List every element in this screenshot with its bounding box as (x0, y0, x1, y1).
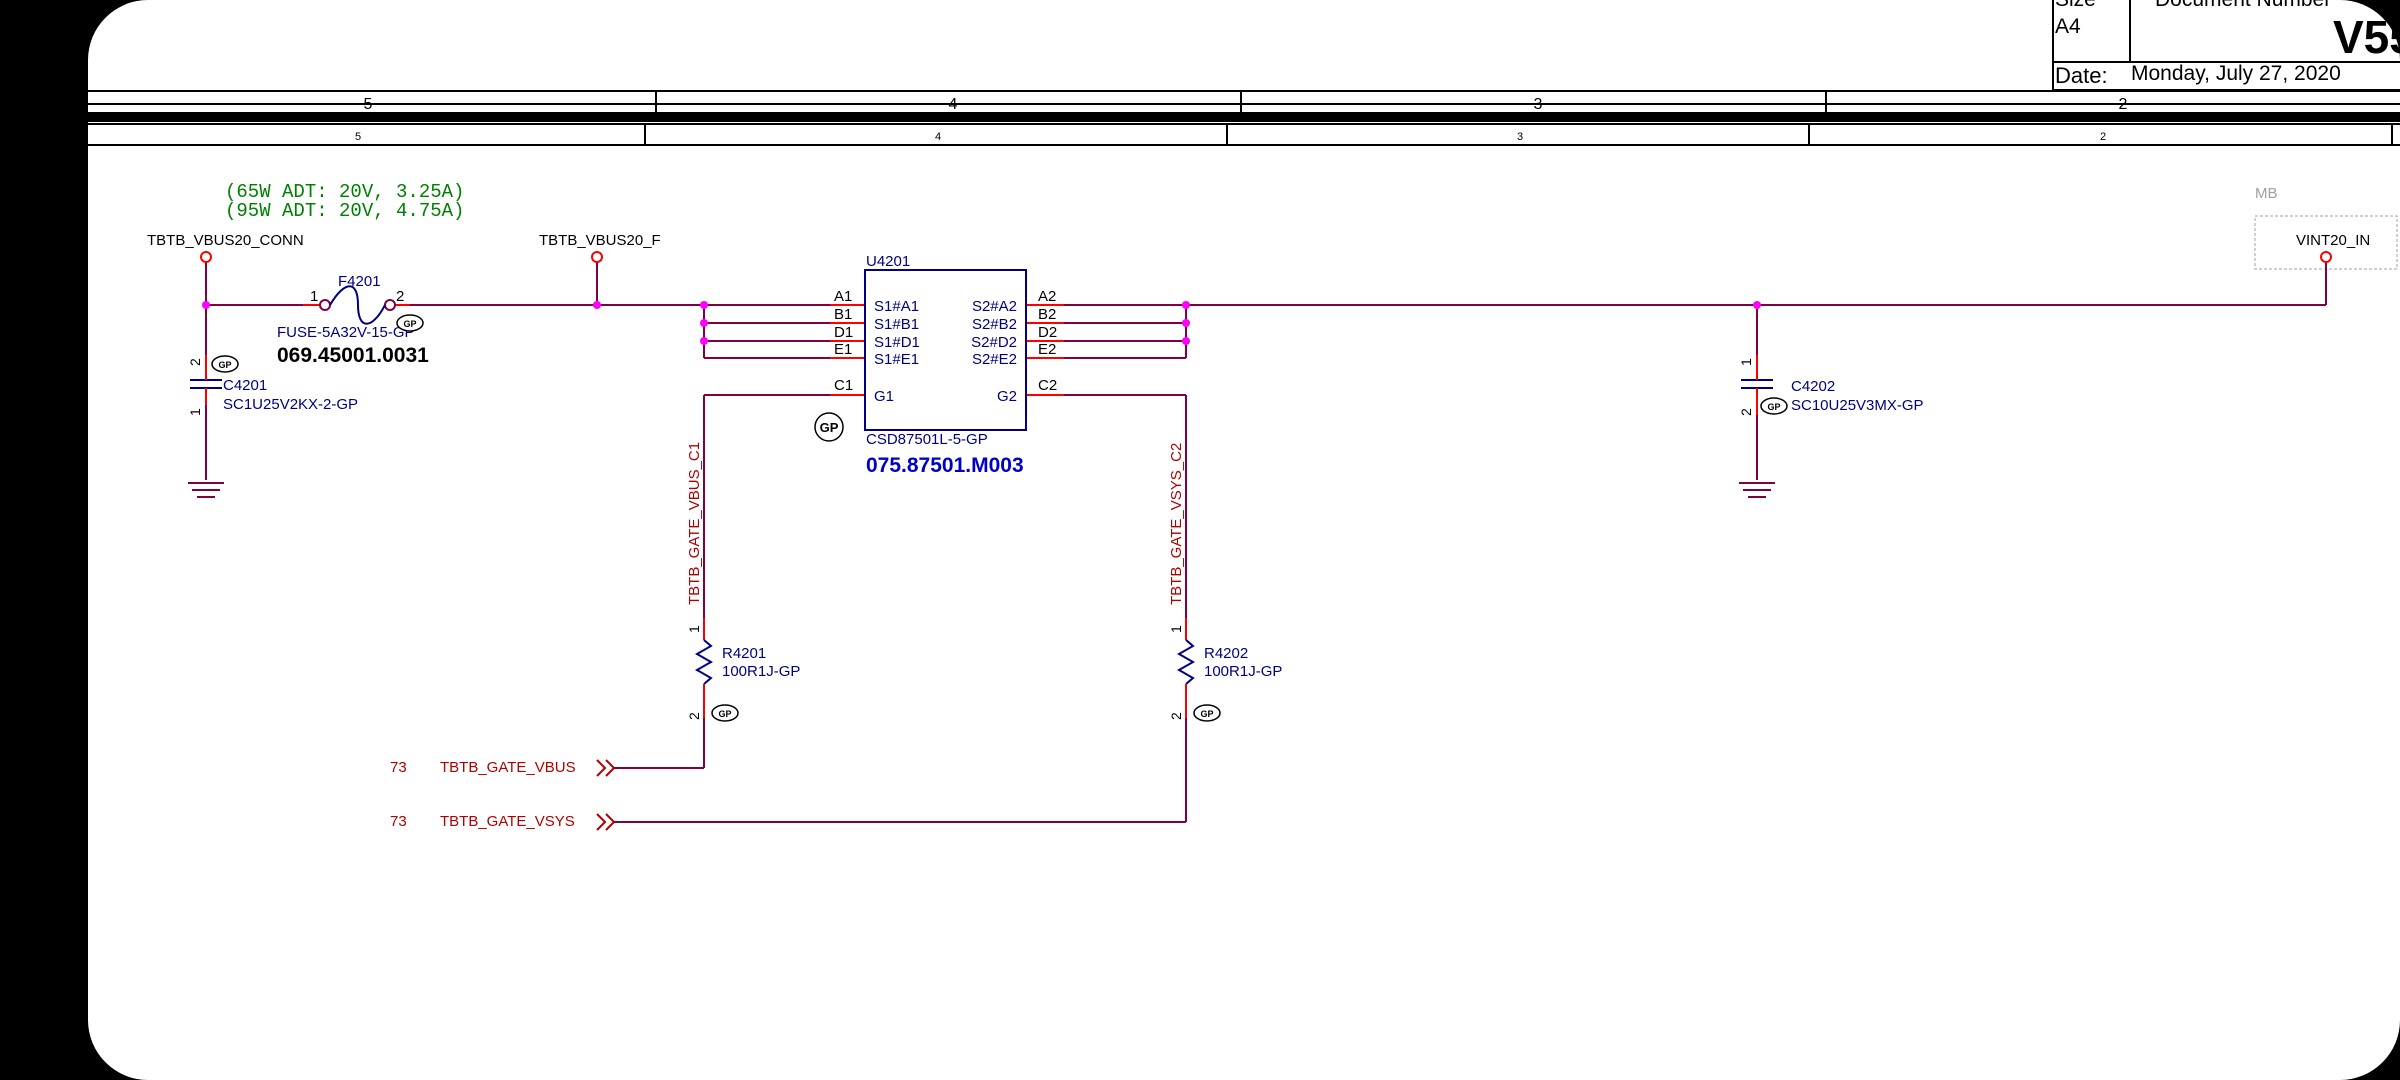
connector-circles (200, 251, 2332, 263)
net-label-vbus20-conn: TBTB_VBUS20_CONN (147, 232, 304, 249)
net-label-gate-vbus-c1: TBTB_GATE_VBUS_C1 (686, 442, 703, 605)
res-pin: 2 (686, 712, 702, 720)
net-label-vint20-in: VINT20_IN (2296, 232, 2370, 249)
res-pin: 1 (1168, 625, 1184, 633)
offpage-arrow-icon (596, 813, 616, 831)
zone-label: 3 (1534, 96, 1543, 113)
fuse-ref: F4201 (338, 273, 381, 290)
res-pin: 2 (1168, 712, 1184, 720)
ic-pin-name: S1#A1 (874, 298, 919, 315)
res-pin: 1 (686, 625, 702, 633)
sheet-ref: 73 (390, 759, 407, 776)
gp-badge-icon: GP (396, 314, 424, 332)
svg-text:GP: GP (820, 420, 839, 435)
ic-pin-name: S2#B2 (972, 316, 1017, 333)
ic-pin-name: G2 (997, 388, 1017, 405)
fuse-part-number: 069.45001.0031 (277, 344, 429, 367)
fuse-value: FUSE-5A32V-15-GP (277, 324, 415, 341)
zone-label: 4 (935, 131, 941, 143)
junction-dots (202, 301, 1761, 345)
gp-badge-icon: GP (1193, 704, 1221, 722)
date-label: Date: (2055, 63, 2108, 88)
ic-pin-number: C2 (1038, 377, 1057, 394)
res-value: 100R1J-GP (1204, 663, 1282, 680)
cap-pin: 2 (1738, 408, 1754, 416)
svg-text:GP: GP (403, 319, 416, 329)
capacitor-c4201 (190, 355, 222, 405)
offpage-arrow-icon (596, 759, 616, 777)
ic-pin-name: S2#E2 (972, 351, 1017, 368)
resistor-r4202 (1176, 618, 1196, 718)
fuse-pin: 2 (396, 288, 404, 305)
zone-label: 3 (1517, 131, 1523, 143)
cap-value: SC10U25V3MX-GP (1791, 397, 1924, 414)
ic-pin-number: A1 (834, 288, 852, 305)
cap-ref: C4202 (1791, 378, 1835, 395)
zone-label: 2 (2100, 131, 2106, 143)
mb-label: MB (2255, 185, 2278, 202)
net-label-gate-vsys-c2: TBTB_GATE_VSYS_C2 (1168, 443, 1185, 605)
ic-pin-name: G1 (874, 388, 894, 405)
ic-pin-name: S2#A2 (972, 298, 1017, 315)
ground-icon (188, 482, 224, 498)
size-value: A4 (2055, 15, 2081, 38)
ic-pin-name: S1#E1 (874, 351, 919, 368)
doc-number-value: V55 (2333, 11, 2400, 63)
ic-u4201-body (864, 269, 1027, 431)
ic-pin-number: E2 (1038, 341, 1056, 358)
ic-pin-name: S1#D1 (874, 334, 920, 351)
paper (88, 0, 2400, 1080)
size-label: Size (2055, 0, 2096, 11)
ic-ref: U4201 (866, 253, 910, 270)
doc-number-label: Document Number (2155, 0, 2331, 11)
pin-stubs (303, 304, 1064, 396)
res-ref: R4202 (1204, 645, 1248, 662)
note-line: (95W ADT: 20V, 4.75A) (225, 200, 464, 222)
ic-pin-number: D1 (834, 324, 853, 341)
fuse-symbol (319, 285, 396, 325)
ic-pin-number: E1 (834, 341, 852, 358)
cap-pin: 1 (187, 408, 203, 416)
zone-label: 4 (949, 96, 958, 113)
svg-text:GP: GP (218, 360, 231, 370)
offpage-label-gate-vbus: TBTB_GATE_VBUS (440, 759, 576, 776)
gp-badge-icon: GP (1760, 397, 1788, 415)
ic-pin-number: A2 (1038, 288, 1056, 305)
capacitor-c4202 (1741, 355, 1773, 415)
ic-part-number: 075.87501.M003 (866, 454, 1024, 477)
res-value: 100R1J-GP (722, 663, 800, 680)
cap-pin: 2 (187, 358, 203, 366)
net-label-vbus20-f: TBTB_VBUS20_F (539, 232, 661, 249)
zone-bar (88, 90, 2400, 146)
cap-pin: 1 (1738, 358, 1754, 366)
svg-text:GP: GP (1200, 709, 1213, 719)
gp-badge-icon: GP (711, 704, 739, 722)
ground-icon (1739, 482, 1775, 498)
svg-text:GP: GP (718, 709, 731, 719)
zone-label: 5 (364, 96, 373, 113)
resistor-r4201 (694, 618, 714, 718)
zone-label: 5 (355, 131, 361, 143)
gp-badge-icon: GP (814, 412, 844, 442)
ic-pin-number: B1 (834, 306, 852, 323)
res-ref: R4201 (722, 645, 766, 662)
note-line: (65W ADT: 20V, 3.25A) (225, 181, 464, 203)
svg-text:GP: GP (1767, 402, 1780, 412)
ic-pin-name: S1#B1 (874, 316, 919, 333)
ic-pin-number: D2 (1038, 324, 1057, 341)
gp-badge-icon: GP (211, 355, 239, 373)
ic-pin-number: B2 (1038, 306, 1056, 323)
ic-pin-name: S2#D2 (971, 334, 1017, 351)
ic-value: CSD87501L-5-GP (866, 431, 988, 448)
fuse-pin: 1 (310, 288, 318, 305)
zone-label: 2 (2119, 96, 2128, 113)
offpage-label-gate-vsys: TBTB_GATE_VSYS (440, 813, 575, 830)
ic-pin-number: C1 (834, 377, 853, 394)
cap-value: SC1U25V2KX-2-GP (223, 396, 358, 413)
date-value: Monday, July 27, 2020 (2131, 62, 2341, 85)
sheet-ref: 73 (390, 813, 407, 830)
cap-ref: C4201 (223, 377, 267, 394)
